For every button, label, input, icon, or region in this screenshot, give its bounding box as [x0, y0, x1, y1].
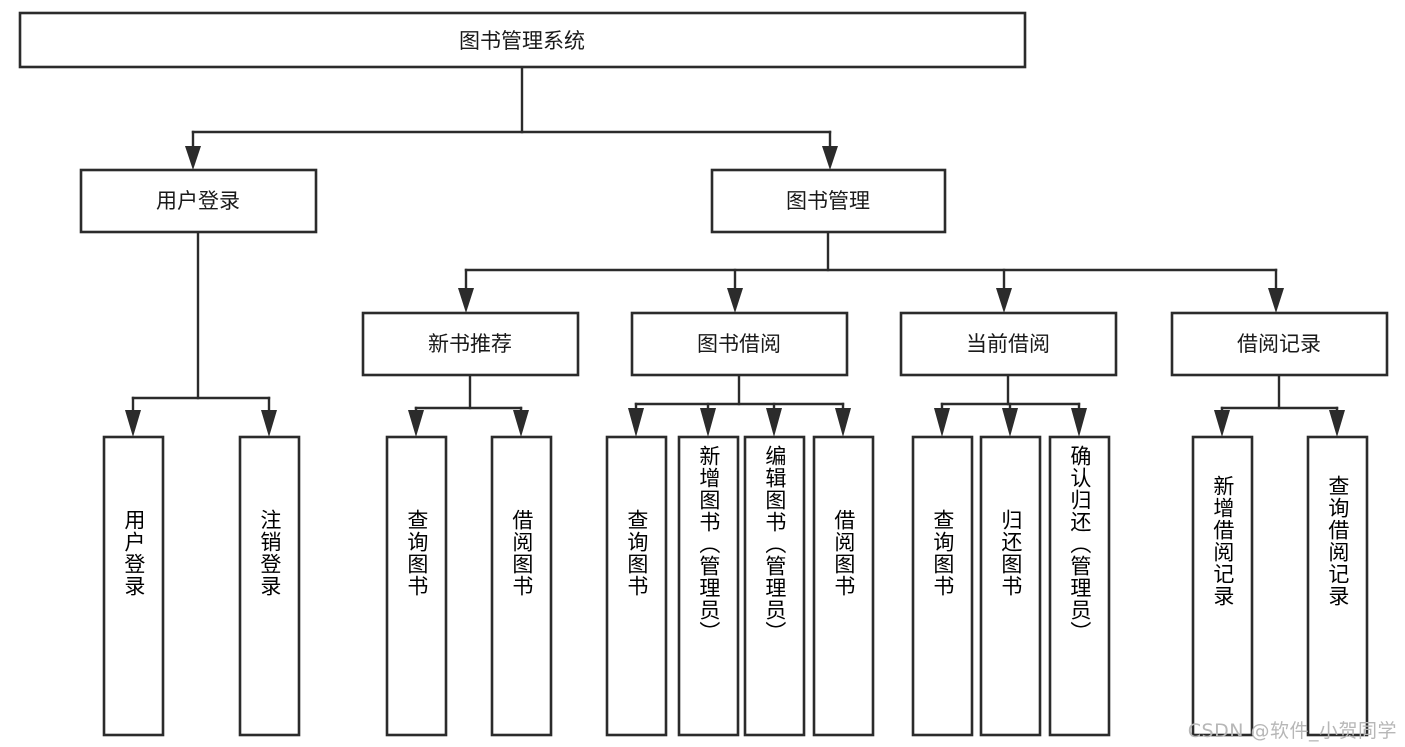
arrowhead-leaf-edit-book: [766, 408, 782, 437]
node-borrow-record[interactable]: 借阅记录: [1170, 311, 1389, 377]
arrowhead-leaf-query-book-1: [408, 410, 424, 437]
node-book-mgmt-label: 图书管理: [786, 189, 870, 213]
leaf-box-user-login[interactable]: [102, 435, 165, 737]
leaf-box-query-record[interactable]: [1306, 435, 1369, 737]
node-current-borrow-label: 当前借阅: [966, 332, 1050, 356]
leaf-box-add-book[interactable]: [677, 435, 740, 737]
node-root[interactable]: 图书管理系统: [18, 11, 1027, 69]
arrowhead-leaf-confirm-return: [1071, 408, 1087, 437]
connector-group: [125, 65, 1345, 437]
node-new-book-rec-box[interactable]: [361, 311, 580, 377]
arrowhead-leaf-borrow-book-2: [835, 408, 851, 437]
node-current-borrow-box[interactable]: [899, 311, 1118, 377]
leaf-box-confirm-return[interactable]: [1048, 435, 1111, 737]
leaf-box-borrow-book-2[interactable]: [812, 435, 875, 737]
arrowhead-book-borrow: [727, 288, 743, 313]
node-book-borrow-box[interactable]: [630, 311, 849, 377]
node-user-login-box[interactable]: [79, 168, 318, 234]
arrowhead-userlogin: [185, 146, 201, 170]
node-root-label: 图书管理系统: [459, 29, 585, 53]
node-user-login[interactable]: 用户登录: [79, 168, 318, 234]
node-current-borrow[interactable]: 当前借阅: [899, 311, 1118, 377]
arrowhead-current-borrow: [996, 288, 1012, 313]
leaf-box-query-book-2[interactable]: [605, 435, 668, 737]
arrowhead-leaf-query-record: [1329, 410, 1345, 437]
leaf-box-return-book[interactable]: [979, 435, 1042, 737]
arrowhead-leaf-user-logout: [261, 410, 277, 437]
csdn-watermark: CSDN @软件_小贺同学: [1187, 720, 1397, 742]
node-book-borrow-label: 图书借阅: [697, 332, 781, 356]
arrowhead-leaf-borrow-book-1: [513, 410, 529, 437]
arrowhead-leaf-return-book: [1002, 408, 1018, 437]
arrowhead-leaf-add-book: [700, 408, 716, 437]
node-new-book-rec-label: 新书推荐: [428, 332, 512, 356]
node-book-borrow[interactable]: 图书借阅: [630, 311, 849, 377]
arrowhead-leaf-user-login: [125, 410, 141, 437]
arrowhead-leaf-add-record: [1214, 410, 1230, 437]
arrowhead-borrow-record: [1268, 288, 1284, 313]
leaf-box-borrow-book-1[interactable]: [490, 435, 553, 737]
node-borrow-record-label: 借阅记录: [1237, 332, 1321, 356]
arrowhead-leaf-query-book-3: [934, 408, 950, 437]
node-borrow-record-box[interactable]: [1170, 311, 1389, 377]
node-book-mgmt[interactable]: 图书管理: [710, 168, 947, 234]
leaf-box-user-logout[interactable]: [238, 435, 301, 737]
node-book-mgmt-box[interactable]: [710, 168, 947, 234]
arrowhead-bookmgmt: [822, 146, 838, 170]
arrowhead-leaf-query-book-2: [628, 408, 644, 437]
leaf-box-query-book-3[interactable]: [911, 435, 974, 737]
leaf-box-add-record[interactable]: [1191, 435, 1254, 737]
leaf-box-edit-book[interactable]: [743, 435, 806, 737]
node-new-book-rec[interactable]: 新书推荐: [361, 311, 580, 377]
node-root-box[interactable]: [18, 11, 1027, 69]
arrowhead-new-book-rec: [458, 288, 474, 313]
leaf-box-query-book-1[interactable]: [385, 435, 448, 737]
node-user-login-label: 用户登录: [156, 189, 240, 213]
